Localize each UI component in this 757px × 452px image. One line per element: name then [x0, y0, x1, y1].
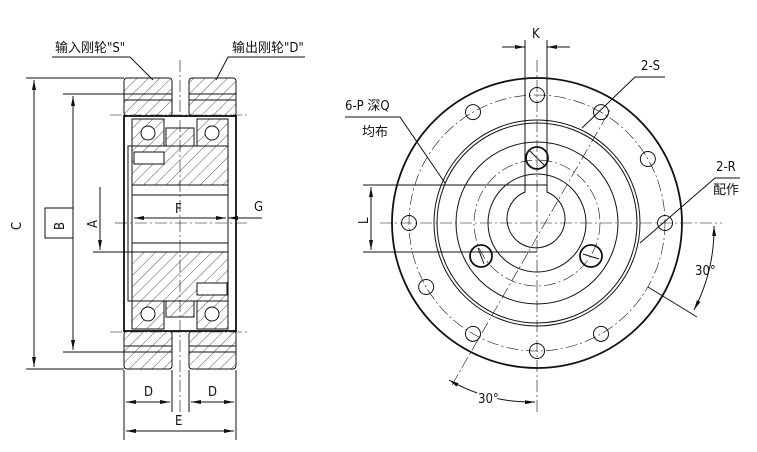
callout-6P-note: 均布: [362, 125, 388, 140]
dim-G: G: [254, 200, 263, 215]
angle-30-bottom: 30°: [478, 392, 499, 407]
dim-L: L: [357, 217, 372, 224]
dim-D-right: D: [208, 385, 217, 400]
bore-with-keyway: [506, 184, 566, 249]
callout-output-ring: 输出刚轮"D": [232, 40, 304, 56]
end-view: K L 6-P 深Q 均布 2-S 2-R 配作 30° 30°: [345, 27, 740, 412]
bolt-hole: [593, 325, 609, 342]
screw-head: [579, 244, 603, 268]
angle-30-right: 30°: [695, 264, 716, 279]
dim-E: E: [175, 414, 182, 429]
dim-A: A: [86, 220, 101, 228]
screw-head: [469, 244, 493, 268]
bolt-hole: [593, 104, 609, 121]
bolt-hole: [465, 104, 481, 121]
dim-C: C: [10, 222, 25, 230]
callout-6P: 6-P 深Q: [345, 99, 390, 114]
bolt-hole: [657, 215, 673, 231]
callout-input-ring: 输入刚轮"S": [55, 40, 125, 56]
input-ring: [123, 77, 173, 370]
dim-B: B: [53, 222, 68, 230]
dim-F: F: [175, 202, 182, 217]
output-ring: [188, 77, 237, 370]
screws: [133, 151, 228, 296]
callout-2S: 2-S: [641, 59, 660, 74]
bolt-hole: [418, 279, 435, 295]
callout-2R: 2-R: [716, 160, 736, 175]
callout-2R-note: 配作: [713, 183, 739, 198]
bolt-hole: [639, 151, 656, 167]
dim-K: K: [532, 27, 540, 42]
bolt-hole: [465, 325, 481, 342]
dim-D-left: D: [144, 385, 153, 400]
section-view: 输入刚轮"S" 输出刚轮"D" C B A F G D D E: [10, 40, 305, 440]
